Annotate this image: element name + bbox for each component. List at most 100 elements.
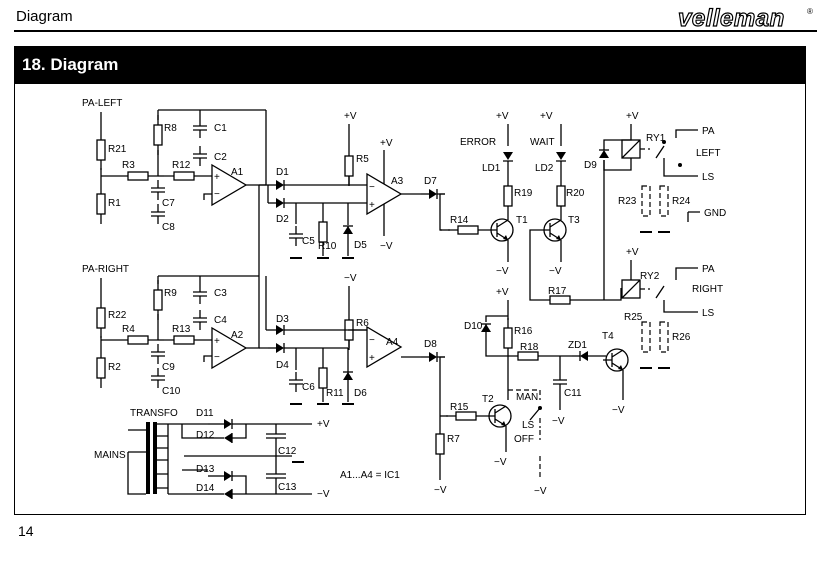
label-plus-v-ld2: +V [540,111,553,122]
label-C10: C10 [162,386,181,397]
diagram-frame [14,84,806,515]
A3-minus: − [369,182,375,193]
label-R16: R16 [514,326,533,337]
label-pa-left: PA [702,126,715,137]
timer-section: +V D10 R16 R18 ZD1 C11 −V R15 T2 −V MAN … [440,287,606,497]
detector-A3: D1 D2 C5 R10 +V R5 D5 A3 − + +V −V D7 [258,111,446,276]
label-R4: R4 [122,324,135,335]
label-R6: R6 [356,318,369,329]
label-minus-v-a3: −V [380,241,393,252]
header-title: Diagram [16,8,73,25]
label-R19: R19 [514,188,533,199]
label-D14: D14 [196,483,215,494]
label-RY2: RY2 [640,271,660,282]
label-plus-v-ry2: +V [626,247,639,258]
label-R5: R5 [356,154,369,165]
label-D1: D1 [276,167,289,178]
label-wait: WAIT [530,137,555,148]
label-R26: R26 [672,332,691,343]
label-D2: D2 [276,214,289,225]
label-D7: D7 [424,176,437,187]
velleman-logo: velleman ® [677,4,813,32]
label-R8: R8 [164,123,177,134]
A3-plus: + [369,200,375,211]
label-ls-right: LS [702,308,715,319]
label-A4: A4 [386,337,399,348]
label-A1: A1 [231,167,244,178]
label-R20: R20 [566,188,585,199]
label-D5: D5 [354,240,367,251]
label-pa-right: PA [702,264,715,275]
label-T1: T1 [516,215,528,226]
section-title: 18. Diagram [22,55,119,74]
label-R11: R11 [326,388,344,399]
relay-section: R17 +V D9 RY1 PA LEFT LS R23 R24 GND +V … [539,111,726,416]
label-R3: R3 [122,160,135,171]
page-number: 14 [18,523,34,539]
label-man: MAN [516,392,538,403]
label-D12: D12 [196,430,215,441]
label-D10: D10 [464,321,483,332]
label-plus-v-a3: +V [380,138,393,149]
label-C1: C1 [214,123,227,134]
label-C11: C11 [564,388,582,399]
error-wait-indicators: R14 T1 −V +V ERROR LD1 R19 +V WAIT LD2 R… [440,111,585,301]
label-transfo: TRANSFO [130,408,178,419]
A1-plus: + [214,172,220,183]
label-R25: R25 [624,312,643,323]
power-supply: TRANSFO MAINS D11 D12 D13 D14 C12 C13 +V… [94,408,400,500]
label-gnd: GND [704,208,726,219]
label-R1: R1 [108,198,121,209]
label-plus-v-r16: +V [496,287,509,298]
A4-plus: + [369,353,375,364]
label-R14: R14 [450,215,469,226]
label-minus-v-r6: −V [344,273,357,284]
ic-note: A1...A4 = IC1 [340,470,400,481]
label-minus-v-c11: −V [552,416,565,427]
label-D8: D8 [424,339,437,350]
label-C5: C5 [302,236,315,247]
label-R22: R22 [108,310,127,321]
registered-mark: ® [807,7,813,16]
label-C9: C9 [162,362,175,373]
input-label-right: PA-RIGHT [82,264,129,275]
label-D3: D3 [276,314,289,325]
label-LD1: LD1 [482,163,501,174]
label-C13: C13 [278,482,297,493]
A4-minus: − [369,335,375,346]
label-C4: C4 [214,315,227,326]
label-minus-v-t2: −V [494,457,507,468]
label-minus-v-r7: −V [434,485,447,496]
label-LD2: LD2 [535,163,554,174]
input-right-stage: PA-RIGHT R22 R2 R4 R13 R9 C9 C10 C3 C4 A… [82,264,260,397]
label-R13: R13 [172,324,191,335]
label-minus-v-t4: −V [612,405,625,416]
label-R18: R18 [520,342,539,353]
label-C2: C2 [214,152,227,163]
label-minus-v-supply: −V [317,489,330,500]
label-C3: C3 [214,288,227,299]
label-D13: D13 [196,464,215,475]
label-minus-v-t1: −V [496,266,509,277]
label-left: LEFT [696,148,720,159]
label-R9: R9 [164,288,177,299]
label-R12: R12 [172,160,191,171]
label-R23: R23 [618,196,637,207]
label-mains: MAINS [94,450,126,461]
label-plus-v-ld1: +V [496,111,509,122]
label-R15: R15 [450,402,469,413]
label-R24: R24 [672,196,691,207]
label-minus-v-switch: −V [534,486,547,497]
label-C6: C6 [302,382,315,393]
brand-name: velleman [678,5,785,32]
A1-minus: − [214,189,220,200]
label-R2: R2 [108,362,121,373]
label-RY1: RY1 [646,133,666,144]
label-R10: R10 [318,241,337,252]
label-error: ERROR [460,137,496,148]
label-T4: T4 [602,331,614,342]
A2-plus: + [214,336,220,347]
label-D4: D4 [276,360,289,371]
label-ls-left: LS [702,172,715,183]
label-ZD1: ZD1 [568,340,587,351]
